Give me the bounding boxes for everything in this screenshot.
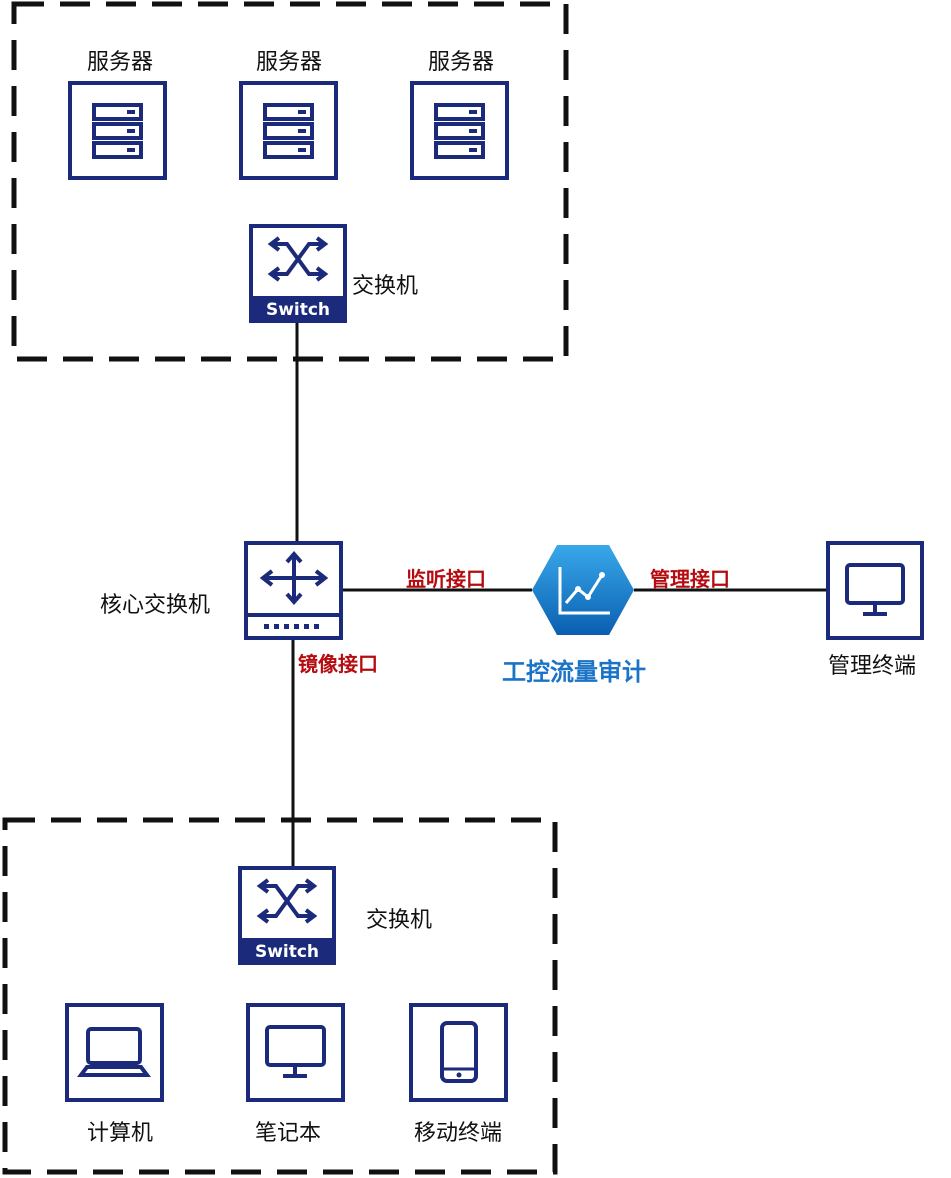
audit-label: 工控流量审计 (502, 658, 646, 686)
bottom-group-boundary (2, 817, 558, 1175)
laptop-icon[interactable] (65, 1003, 164, 1102)
trend-chart-hexagon-icon[interactable] (532, 545, 634, 635)
server-label: 服务器 (428, 50, 495, 75)
device-label: 笔记本 (255, 1121, 322, 1146)
server-label: 服务器 (256, 50, 323, 75)
device-label: 计算机 (87, 1121, 154, 1146)
router-icon[interactable] (244, 541, 343, 640)
switch-icon[interactable] (249, 224, 347, 323)
mirror-port-label: 镜像接口 (298, 652, 378, 676)
manage-port-label: 管理接口 (650, 567, 730, 591)
management-terminal-label: 管理终端 (828, 654, 917, 679)
server-label: 服务器 (87, 50, 154, 75)
switch-badge-text: Switch (255, 942, 319, 962)
tablet-icon[interactable] (409, 1003, 508, 1102)
switch-icon[interactable] (238, 866, 336, 965)
listen-port-label: 监听接口 (406, 567, 486, 591)
monitor-icon[interactable] (246, 1003, 345, 1102)
device-label: 移动终端 (414, 1121, 503, 1146)
top-switch-label: 交换机 (352, 274, 419, 299)
core-switch-label: 核心交换机 (100, 593, 211, 618)
monitor-icon[interactable] (826, 541, 924, 640)
server-icon[interactable] (239, 81, 338, 180)
switch-badge-text: Switch (266, 300, 330, 320)
bottom-switch-label: 交换机 (366, 908, 433, 933)
server-icon[interactable] (68, 81, 167, 180)
top-group-boundary (11, 1, 569, 362)
server-icon[interactable] (410, 81, 509, 180)
